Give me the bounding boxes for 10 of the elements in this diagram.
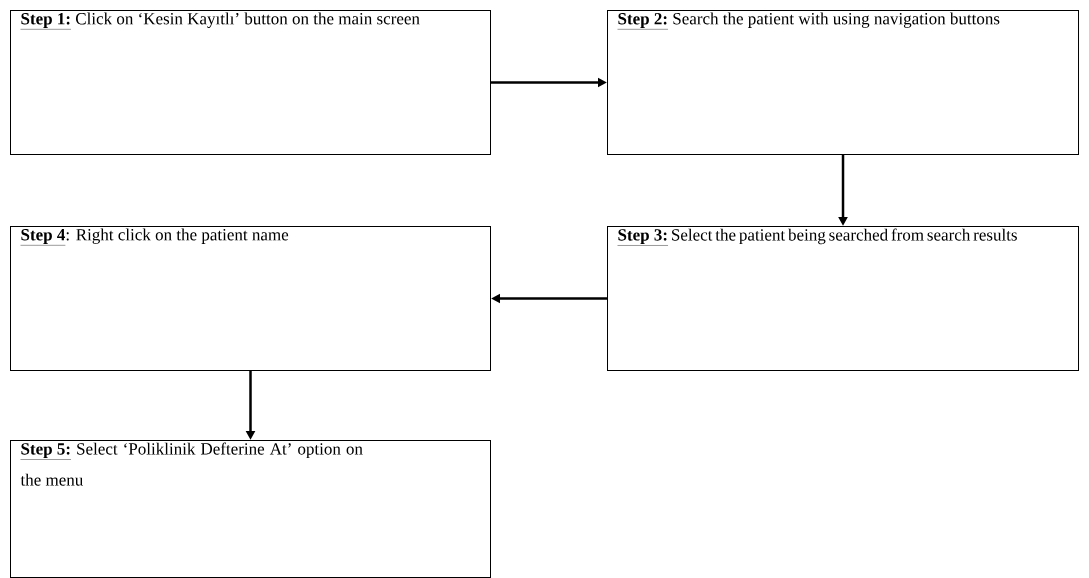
- step-box: [10, 226, 491, 371]
- step-text: Step 5: Select ‘Poliklinik Defterine At’ option on the menu: [20, 442, 363, 486]
- step-text: Step 1: Click on ‘Kesin Kayıtlı’ button on the main screen: [20, 12, 420, 30]
- step-box: [10, 10, 491, 155]
- step-box: [10, 440, 491, 578]
- step-text: Step 3: Select the patient being searched from search results: [617, 228, 1017, 246]
- step-text: Step 2: Search the patient with using navigation buttons: [617, 12, 1000, 30]
- step-text: Step 4: Right click on the patient name: [20, 228, 289, 246]
- step-box: [607, 10, 1079, 155]
- step-box: [607, 226, 1079, 371]
